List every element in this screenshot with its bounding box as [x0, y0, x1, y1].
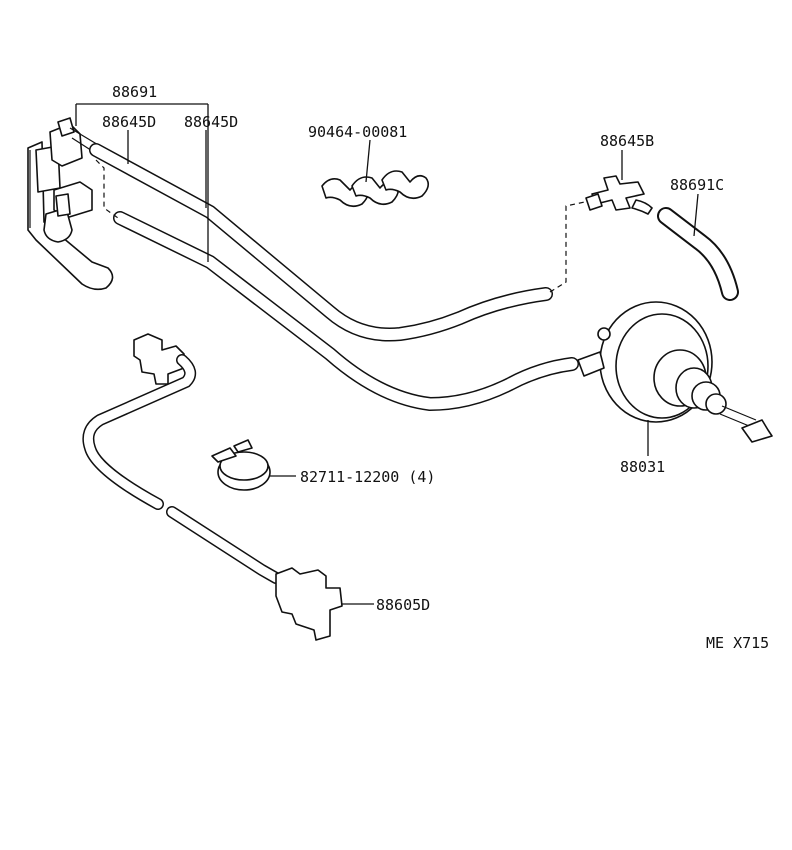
label-88645d-right: 88645D	[184, 113, 238, 131]
vacuum-actuator-icon	[577, 301, 773, 456]
label-90464-00081: 90464-00081	[308, 123, 407, 141]
wire-harness-88605d	[82, 354, 374, 641]
diagram-reference-code: ME X715	[706, 634, 769, 652]
hose-88691c	[657, 193, 739, 301]
label-88645b: 88645B	[600, 132, 654, 150]
switch-assembly-icon	[27, 117, 114, 291]
label-88605d: 88605D	[376, 596, 430, 614]
leader-88691	[75, 103, 209, 262]
label-82711-12200: 82711-12200 (4)	[300, 468, 435, 486]
vacuum-hose-lower	[113, 211, 579, 412]
vacuum-hose-upper	[89, 143, 553, 342]
tee-connector-icon	[585, 150, 653, 215]
label-88691c: 88691C	[670, 176, 724, 194]
connector-plug-icon	[133, 333, 185, 385]
label-88645d-left: 88645D	[102, 113, 156, 131]
clip-set-icon	[321, 139, 430, 208]
hose-clamp-icon	[211, 439, 296, 491]
label-88691: 88691	[112, 83, 157, 101]
label-88031: 88031	[620, 458, 665, 476]
